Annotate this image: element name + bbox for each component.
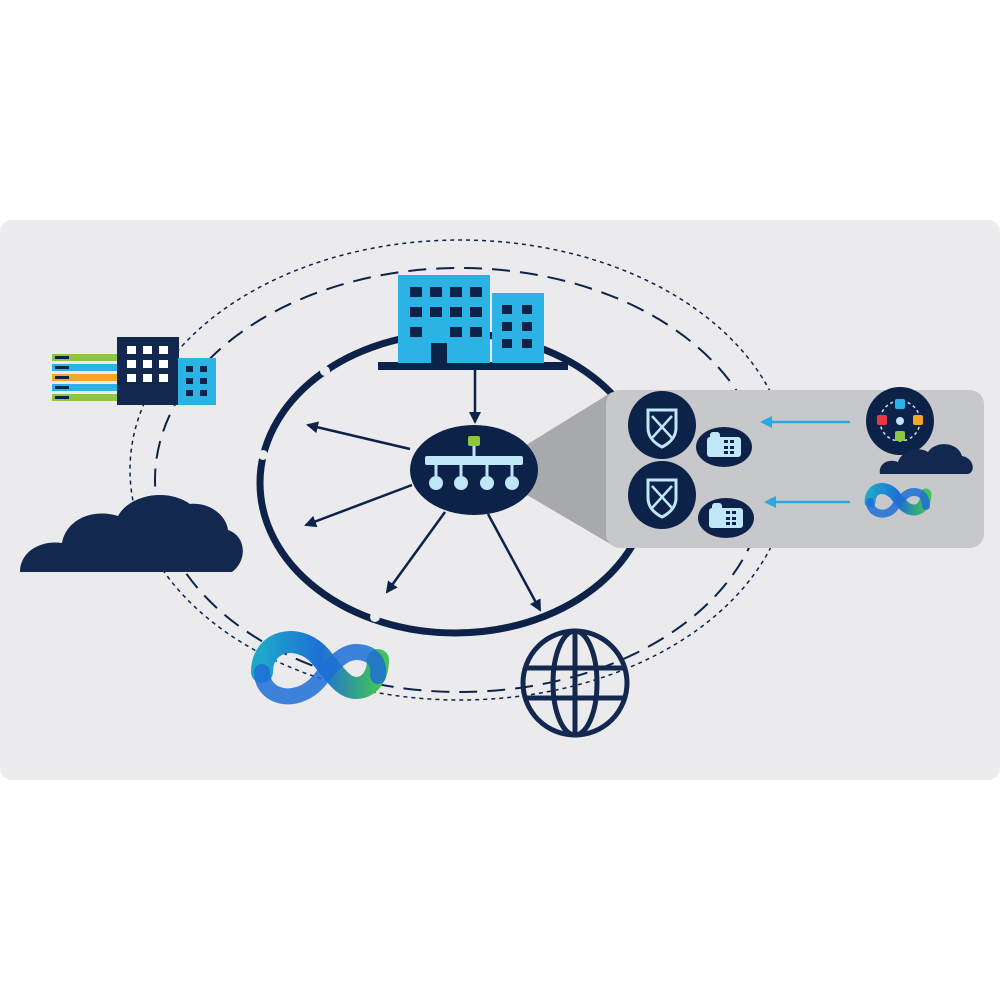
campus-buildings-icon bbox=[378, 275, 568, 370]
desk-phone-icon bbox=[696, 427, 752, 467]
router-shield-icon bbox=[628, 461, 696, 529]
arrow-hub-to-cloud bbox=[304, 483, 413, 528]
cloud-icon bbox=[20, 494, 243, 572]
arrow-hub-to-datacenter bbox=[306, 421, 411, 451]
webex-logo-icon bbox=[864, 483, 932, 518]
globe-icon bbox=[520, 628, 630, 738]
team-collaboration-icon bbox=[866, 387, 934, 455]
server-rack-icon bbox=[52, 354, 122, 401]
router-shield-icon bbox=[628, 391, 696, 459]
datacenter-building-icon bbox=[52, 337, 216, 405]
hub-arrows bbox=[304, 421, 542, 612]
small-cloud-icon bbox=[879, 444, 973, 474]
webex-logo-icon bbox=[251, 631, 389, 705]
callout-beam bbox=[510, 392, 612, 545]
arrow-hub-to-webex bbox=[385, 511, 447, 594]
hub-switch-icon bbox=[410, 425, 538, 515]
arrow-hub-to-globe bbox=[486, 513, 542, 612]
desk-phone-icon bbox=[698, 498, 754, 538]
